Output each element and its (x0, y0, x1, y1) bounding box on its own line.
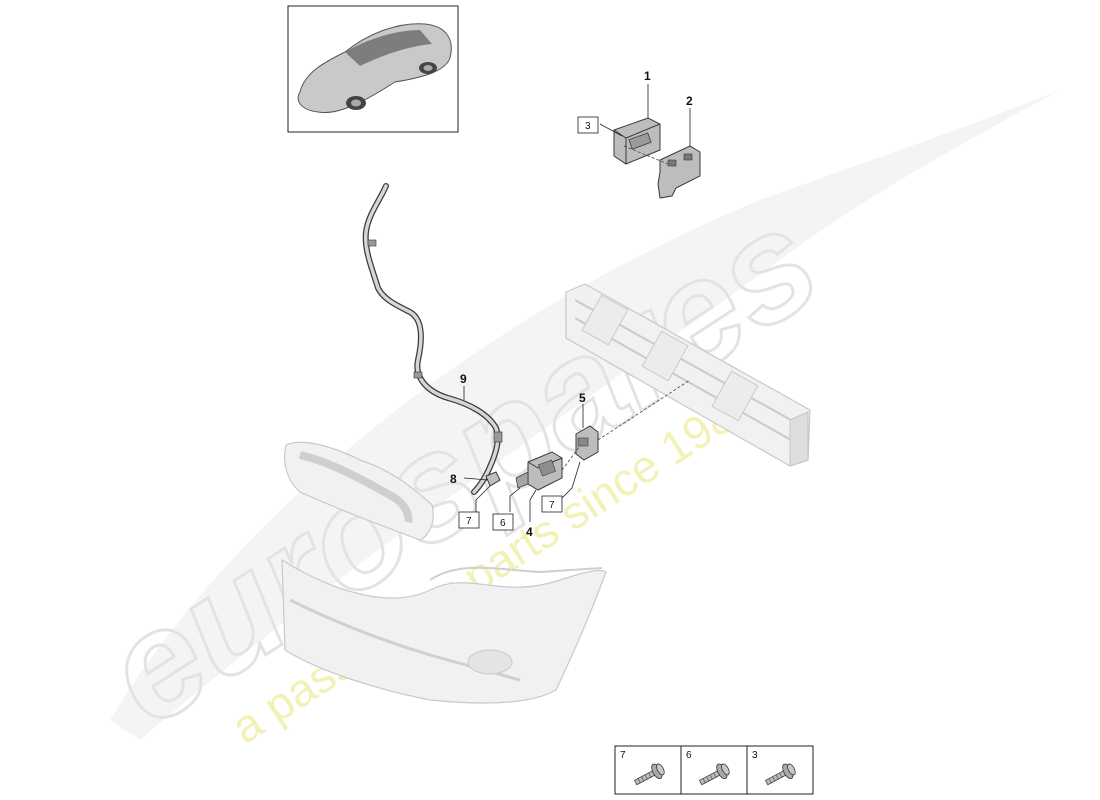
leader-8 (463, 477, 489, 481)
clip-holder-icon (485, 471, 501, 487)
callout-5: 5 (579, 391, 586, 405)
screw-icon (698, 763, 730, 786)
assembly-line-b (561, 445, 581, 471)
screw-icon (764, 763, 796, 786)
callout-4: 4 (526, 525, 533, 539)
grille-bracket-inner-ghost (299, 451, 413, 524)
legend-label-1: 7 (620, 750, 626, 761)
bumper-cover-ghost (281, 558, 607, 704)
harness-clip-a (367, 239, 377, 247)
callout-2: 2 (686, 94, 693, 108)
callout-box-7a (458, 511, 480, 529)
callout-7b: 7 (549, 500, 555, 511)
callout-7a: 7 (466, 516, 472, 527)
harness-clip-b (413, 371, 423, 379)
car-thumbnail-icon (297, 23, 452, 114)
callout-box-3 (577, 116, 599, 134)
bumper-carrier-ghost (565, 283, 811, 467)
wiring-harness-inner (363, 184, 500, 494)
grille-bracket-ghost (283, 441, 434, 541)
callout-9: 9 (460, 372, 467, 386)
bumper-lip-ghost (429, 566, 603, 581)
leader-7b (561, 461, 581, 499)
mounting-bracket-icon (657, 145, 701, 199)
callout-6: 6 (500, 518, 506, 529)
assembly-line-a (597, 379, 691, 441)
callout-1: 1 (644, 69, 651, 83)
callout-box-7b (541, 495, 563, 513)
callout-8: 8 (450, 472, 457, 486)
legend-label-3: 3 (752, 750, 758, 761)
bracket-screw-line (623, 145, 669, 165)
screw-icon (633, 763, 665, 786)
screw-legend: 7 6 3 (614, 745, 814, 795)
watermark-swoosh (110, 90, 1060, 740)
leader-4 (529, 489, 537, 522)
sensor-bracket-icon (575, 425, 599, 461)
callout-box-6 (492, 513, 514, 531)
leader-7a (475, 485, 491, 512)
harness-connector (493, 431, 503, 443)
callout-3: 3 (585, 121, 591, 132)
leader-3 (599, 123, 623, 137)
legend-label-2: 6 (686, 750, 692, 761)
bumper-grille-ghost (289, 598, 521, 682)
leader-6 (509, 487, 521, 512)
fog-light-ghost (467, 649, 513, 675)
radar-sensor-icon (515, 451, 563, 491)
control-unit-icon (613, 117, 661, 165)
